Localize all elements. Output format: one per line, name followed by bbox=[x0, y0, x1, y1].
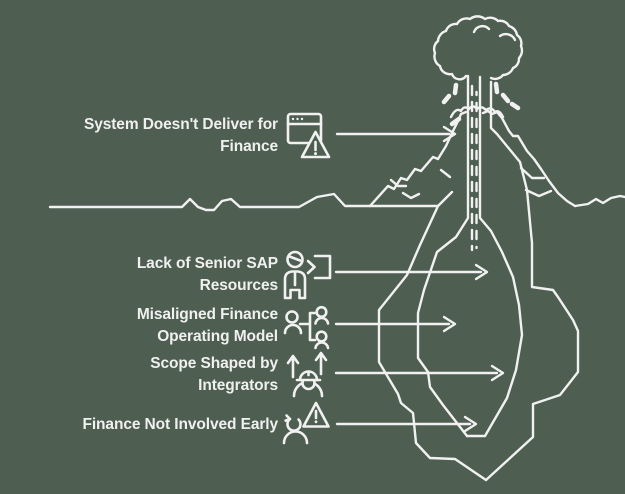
label-line: Finance Not Involved Early bbox=[82, 416, 278, 433]
engineer-up-arrows-icon bbox=[286, 351, 328, 398]
person-shoulders bbox=[282, 430, 309, 445]
exclamation-dot bbox=[314, 420, 318, 424]
browser-dot bbox=[291, 117, 295, 121]
exclamation-dot bbox=[314, 152, 317, 156]
arrow-system-doesnt-deliver bbox=[335, 125, 457, 143]
label-line: Finance bbox=[220, 138, 278, 155]
conduit-inner-berg-left bbox=[416, 74, 470, 438]
clock-hand bbox=[288, 255, 302, 262]
waterline-right bbox=[573, 194, 625, 208]
up-arrow bbox=[286, 354, 300, 379]
arrow-head bbox=[463, 415, 478, 433]
arrow-head bbox=[442, 315, 457, 333]
label-line: Integrators bbox=[198, 377, 278, 394]
label-lack-of-senior-sap: Lack of Senior SAP Resources bbox=[137, 253, 278, 297]
arrow-head bbox=[442, 125, 457, 143]
waterline bbox=[48, 192, 625, 212]
person-body bbox=[283, 270, 307, 300]
person-shoulders bbox=[314, 316, 330, 325]
org-connector-lines bbox=[298, 311, 317, 342]
person-head-rewind-arc bbox=[286, 417, 302, 432]
label-system-doesnt-deliver: System Doesn't Deliver for Finance bbox=[84, 114, 278, 158]
label-finance-not-involved: Finance Not Involved Early bbox=[82, 414, 278, 436]
person-alert-icon bbox=[282, 401, 330, 445]
chevron-right-icon bbox=[306, 259, 316, 275]
waterline-left bbox=[48, 192, 440, 212]
person-shoulders bbox=[283, 323, 303, 335]
iceberg-below-water bbox=[377, 74, 580, 482]
arrow-misaligned-finance bbox=[334, 315, 457, 333]
plume-cloud-curls bbox=[472, 24, 517, 42]
eruption-plume bbox=[432, 15, 524, 127]
up-arrow bbox=[314, 351, 328, 376]
person-head bbox=[315, 305, 328, 319]
label-line: Operating Model bbox=[157, 328, 278, 345]
label-line: Scope Shaped by bbox=[150, 355, 278, 372]
plume-cloud bbox=[432, 15, 524, 81]
label-line: Misaligned Finance bbox=[136, 306, 278, 323]
label-line: Lack of Senior SAP bbox=[136, 255, 278, 272]
browser-warning-icon bbox=[286, 112, 331, 159]
person-head bbox=[285, 310, 299, 324]
exit-bracket bbox=[313, 254, 332, 280]
arrow-finance-not-involved bbox=[335, 415, 478, 433]
volcano-right-slope bbox=[481, 109, 577, 208]
berg-outer-left bbox=[377, 204, 488, 482]
splash-droplets bbox=[441, 81, 521, 127]
arrow-head bbox=[490, 364, 505, 382]
browser-dot bbox=[296, 117, 299, 121]
person-shoulders bbox=[314, 341, 330, 350]
browser-window bbox=[286, 112, 323, 145]
org-chart-icon bbox=[283, 305, 330, 350]
person-clock-exit-icon bbox=[283, 250, 332, 300]
rock-ridge-details bbox=[389, 166, 553, 208]
label-line: System Doesn't Deliver for bbox=[83, 116, 278, 133]
arrow-head bbox=[474, 263, 489, 281]
person-head bbox=[315, 330, 328, 343]
label-line: Resources bbox=[199, 277, 278, 294]
rewind-arrow-tip bbox=[284, 414, 292, 422]
label-misaligned-finance: Misaligned Finance Operating Model bbox=[137, 304, 278, 348]
berg-outer-right bbox=[484, 80, 580, 482]
browser-dot bbox=[300, 117, 304, 121]
conduit-inner-berg-right bbox=[465, 75, 524, 438]
label-scope-shaped: Scope Shaped by Integrators bbox=[150, 353, 278, 397]
arrow-scope-shaped bbox=[334, 364, 505, 382]
arrow-lack-of-senior-sap bbox=[334, 263, 489, 281]
